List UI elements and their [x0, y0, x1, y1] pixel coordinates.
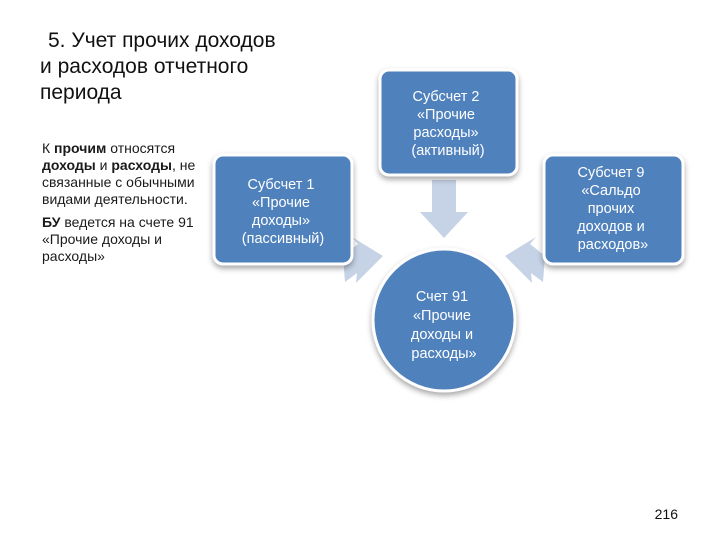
page-number: 216 [654, 506, 678, 522]
bold-fragment: прочим [54, 140, 107, 156]
node-subaccount-2-label: Субсчет 2 «Прочие расходы» (активный) [411, 89, 484, 159]
text-fragment: и [95, 157, 112, 173]
bold-fragment: БУ [42, 214, 61, 230]
node-account-91 [371, 247, 517, 393]
text-fragment: ведется на счете 91 «Прочие доходы и рас… [42, 214, 194, 264]
title-line-3: периода [40, 81, 122, 104]
arrow-sub9-to-center [505, 237, 545, 283]
node-subaccount-9 [542, 153, 685, 266]
node-subaccount-9-label: Субсчет 9 «Сальдо прочих доходов и расхо… [577, 165, 649, 253]
arrow-sub2-to-center [420, 180, 468, 238]
text-fragment: относятся [106, 140, 176, 156]
node-account-91-label: Счет 91 «Прочие доходы и расходы» [411, 289, 477, 362]
paragraph-accounting: БУ ведется на счете 91 «Прочие доходы и … [42, 214, 212, 265]
paragraph-definition: К прочим относятся доходы и расходы, не … [42, 140, 212, 208]
title-line-2: и расходов отчетного [40, 55, 249, 78]
title-line-1: 5. Учет прочих доходов [48, 29, 276, 52]
text-fragment: , не связанные с обычными видами деятель… [42, 157, 196, 207]
node-subaccount-1 [212, 153, 354, 266]
slide-title: 5. Учет прочих доходов и расходов отчетн… [40, 28, 370, 106]
text-fragment: К [42, 140, 55, 156]
description-text: К прочим относятся доходы и расходы, не … [42, 140, 212, 271]
node-subaccount-1-label: Субсчет 1 «Прочие доходы» (пассивный) [242, 177, 324, 247]
bold-fragment: доходы [42, 157, 96, 173]
bold-fragment: расходы [111, 157, 172, 173]
node-subaccount-2 [378, 68, 519, 177]
